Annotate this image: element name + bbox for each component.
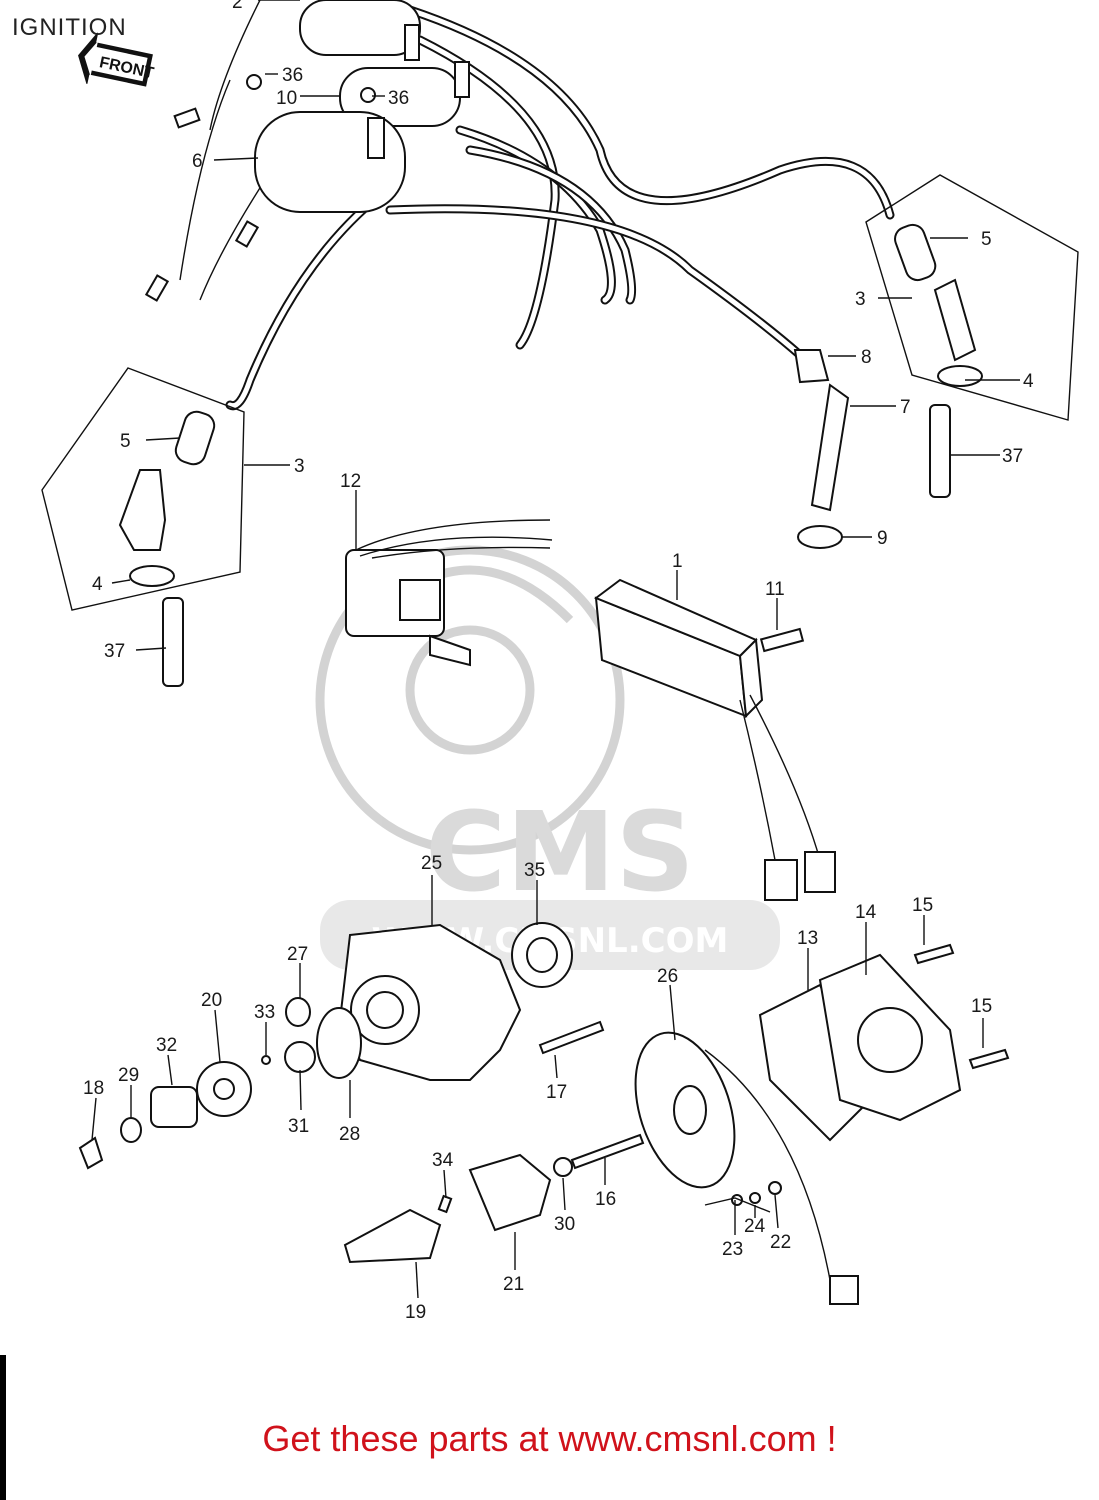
right-plug-cap-group: [793, 174, 1079, 549]
callout-22: 22: [770, 1232, 791, 1253]
callout-36: 36: [388, 88, 409, 109]
igniter-and-relay: [345, 519, 836, 901]
high-tension-wires: [179, 0, 895, 411]
callout-36: 36: [282, 65, 303, 86]
pickup-plate-and-cover: [634, 943, 1010, 1305]
callout-11: 11: [765, 579, 785, 600]
callout-31: 31: [288, 1116, 309, 1137]
callout-23: 23: [722, 1239, 743, 1260]
callout-35: 35: [524, 860, 545, 881]
callout-13: 13: [797, 928, 818, 949]
callout-4: 4: [92, 574, 103, 595]
callout-18: 18: [83, 1078, 104, 1099]
front-arrow-icon: FRONT: [78, 32, 155, 87]
callout-34: 34: [432, 1150, 454, 1171]
callout-29: 29: [118, 1065, 139, 1086]
callout-24: 24: [744, 1216, 766, 1237]
callout-27: 27: [287, 944, 308, 965]
callout-25: 25: [421, 853, 442, 874]
callout-labels: 2 36 10 36 6 5 3 8 4 7 37 5 3 12 9 4 37 …: [83, 0, 1034, 1323]
callout-15: 15: [912, 895, 933, 916]
callout-5: 5: [981, 229, 992, 250]
leader-lines: [91, 0, 1020, 1299]
callout-9: 9: [877, 528, 888, 549]
timing-shaft-parts: [78, 997, 645, 1264]
ignition-coils: [144, 0, 470, 302]
callout-33: 33: [254, 1002, 275, 1023]
callout-37: 37: [1002, 446, 1023, 467]
callout-12: 12: [340, 471, 361, 492]
callout-7: 7: [900, 397, 911, 418]
callout-6: 6: [192, 151, 203, 172]
pickup-housing: [338, 922, 605, 1081]
callout-8: 8: [861, 347, 872, 368]
left-plug-cap-group: [41, 367, 245, 687]
callout-20: 20: [201, 990, 222, 1011]
callout-5: 5: [120, 431, 131, 452]
callout-17: 17: [546, 1082, 567, 1103]
callout-3: 3: [855, 289, 866, 310]
callout-21: 21: [503, 1274, 524, 1295]
callout-28: 28: [339, 1124, 360, 1145]
callout-19: 19: [405, 1302, 426, 1323]
callout-10: 10: [276, 88, 297, 109]
margin-bar: [0, 1355, 6, 1500]
callout-4: 4: [1023, 371, 1034, 392]
callout-15: 15: [971, 996, 992, 1017]
callout-16: 16: [595, 1189, 616, 1210]
callout-2: 2: [232, 0, 243, 13]
callout-32: 32: [156, 1035, 177, 1056]
callout-1: 1: [672, 551, 683, 572]
callout-26: 26: [657, 966, 678, 987]
watermark-main-text: CMS: [425, 788, 694, 916]
callout-37: 37: [104, 641, 125, 662]
callout-30: 30: [554, 1214, 575, 1235]
callout-3: 3: [294, 456, 305, 477]
callout-14: 14: [855, 902, 877, 923]
cmsnl-promo-link[interactable]: Get these parts at www.cmsnl.com !: [262, 1418, 837, 1459]
page-title: IGNITION: [12, 14, 127, 41]
